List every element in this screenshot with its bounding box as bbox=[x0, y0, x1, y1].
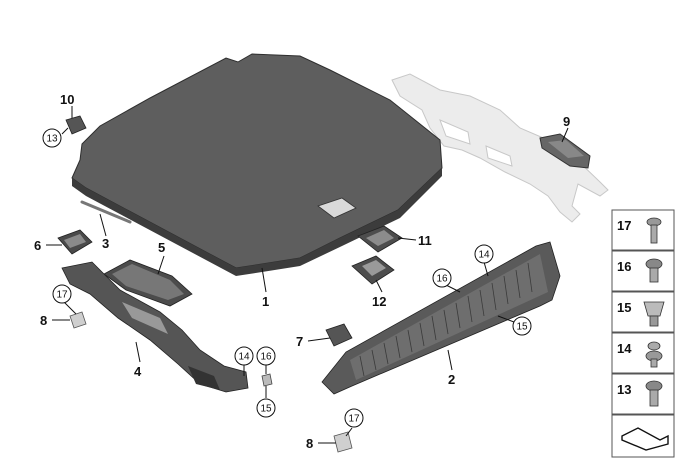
part-12-frame bbox=[351, 255, 395, 285]
legend-label-16: 16 bbox=[617, 259, 631, 274]
part-10-bracket bbox=[65, 115, 87, 135]
circled-17-upper: 17 bbox=[52, 284, 72, 304]
fastener-legend: 17 16 15 14 bbox=[611, 209, 675, 458]
callout-10: 10 bbox=[60, 92, 74, 107]
legend-label-14: 14 bbox=[617, 341, 632, 356]
legend-row-14: 14 bbox=[611, 332, 675, 374]
panel-outline-icon bbox=[621, 427, 669, 451]
legend-label-13: 13 bbox=[617, 382, 631, 397]
nut-16-icon bbox=[645, 258, 663, 283]
callout-5: 5 bbox=[158, 240, 165, 255]
part-2-side-panel bbox=[321, 241, 561, 395]
clip-15-icon bbox=[643, 301, 665, 327]
callout-6: 6 bbox=[34, 238, 41, 253]
callouts: 1 2 3 4 5 6 7 8 8 9 10 11 12 bbox=[34, 92, 570, 451]
callout-12: 12 bbox=[372, 294, 386, 309]
circled-16-left: 16 bbox=[256, 346, 276, 366]
part-9-clip bbox=[539, 133, 591, 169]
svg-text:14: 14 bbox=[478, 250, 490, 261]
legend-row-13: 13 bbox=[611, 373, 675, 415]
legend-row-17: 17 bbox=[611, 209, 675, 251]
callout-8-upper: 8 bbox=[40, 313, 47, 328]
svg-text:17: 17 bbox=[56, 290, 68, 301]
svg-text:16: 16 bbox=[260, 352, 272, 363]
legend-label-15: 15 bbox=[617, 300, 631, 315]
circled-13: 13 bbox=[42, 128, 62, 148]
callout-1: 1 bbox=[262, 294, 269, 309]
callout-3: 3 bbox=[102, 236, 109, 251]
legend-row-15: 15 bbox=[611, 291, 675, 333]
svg-text:17: 17 bbox=[348, 414, 360, 425]
svg-text:14: 14 bbox=[238, 352, 250, 363]
callout-9: 9 bbox=[563, 114, 570, 129]
callout-2: 2 bbox=[448, 372, 455, 387]
part-9-frame bbox=[391, 73, 609, 223]
callout-8-lower: 8 bbox=[306, 436, 313, 451]
leader-lines bbox=[46, 106, 569, 444]
circled-15-left: 15 bbox=[256, 398, 276, 418]
legend-row-glyph bbox=[611, 414, 675, 458]
circled-14-right: 14 bbox=[474, 244, 494, 264]
screw-13-icon bbox=[645, 380, 663, 407]
legend-label-17: 17 bbox=[617, 218, 631, 233]
svg-text:15: 15 bbox=[516, 322, 528, 333]
part-3-rod bbox=[80, 200, 132, 224]
part-7-clip bbox=[325, 323, 353, 347]
callout-4: 4 bbox=[134, 364, 142, 379]
circled-callouts: 13 17 14 16 15 14 16 15 bbox=[42, 128, 532, 428]
washer-14-icon bbox=[645, 341, 663, 368]
part-6-holder bbox=[57, 229, 93, 255]
part-5-tray bbox=[103, 259, 193, 307]
svg-text:16: 16 bbox=[436, 274, 448, 285]
part-8-clip-upper bbox=[69, 311, 87, 329]
circled-16-right: 16 bbox=[432, 268, 452, 288]
circled-17-lower: 17 bbox=[344, 408, 364, 428]
legend-row-16: 16 bbox=[611, 250, 675, 292]
svg-text:15: 15 bbox=[260, 404, 272, 415]
circled-14-left: 14 bbox=[234, 346, 254, 366]
part-1-floor-panel bbox=[71, 53, 443, 276]
circled-15-right: 15 bbox=[512, 316, 532, 336]
part-4-rail bbox=[61, 261, 249, 393]
fastener-near-16 bbox=[261, 373, 273, 387]
screw-17-icon bbox=[646, 217, 662, 244]
part-8-clip-lower bbox=[333, 431, 353, 453]
callout-11: 11 bbox=[418, 233, 432, 248]
callout-7: 7 bbox=[296, 334, 303, 349]
svg-text:13: 13 bbox=[46, 134, 58, 145]
